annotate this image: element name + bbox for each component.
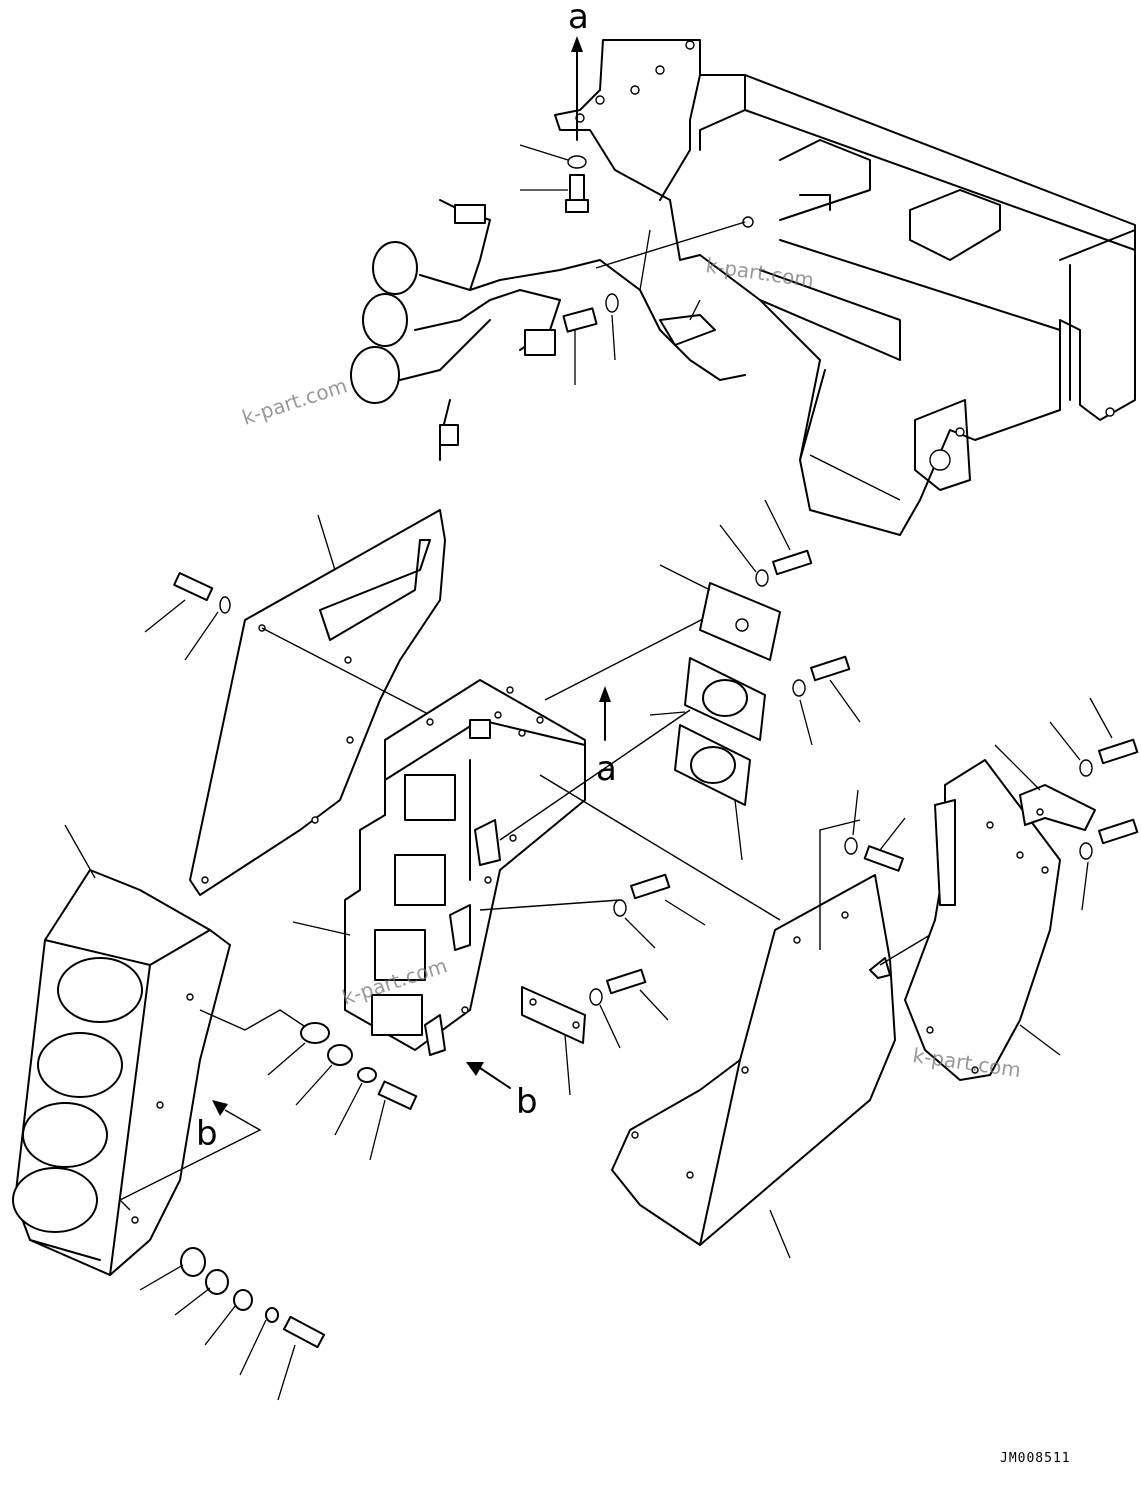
ref-label-a-mid: a <box>596 749 617 789</box>
machine-frame <box>554 39 1136 536</box>
wiring-harness <box>350 199 746 461</box>
small-retainer-plate <box>521 986 586 1096</box>
ref-label-b-mid: b <box>516 1082 538 1122</box>
watermark-2: k-part.com <box>239 373 350 429</box>
frame-bolt-set <box>519 144 589 213</box>
ref-label-b-left: b <box>196 1114 218 1154</box>
gasket-bolt-set <box>792 655 861 746</box>
drawing-code: JM008511 <box>1000 1451 1071 1466</box>
large-curved-cover <box>611 789 956 1259</box>
upper-fastener-chain <box>199 1009 418 1161</box>
lamp-housing <box>12 824 231 1276</box>
harness-bolt-set <box>562 293 619 385</box>
right-side-bracket <box>904 697 1139 1081</box>
round-gasket-plate-1 <box>649 657 766 741</box>
lower-fastener-chain <box>139 1247 326 1401</box>
view-arrow-b-left: b <box>118 1100 262 1211</box>
view-arrow-a-top: a <box>568 0 589 141</box>
central-mount-bracket <box>292 617 781 1056</box>
ref-label-a-top: a <box>568 0 589 37</box>
view-arrow-b-mid: b <box>466 1062 538 1122</box>
view-arrow-a-mid: a <box>596 686 617 789</box>
middle-bolt-set <box>589 873 706 1049</box>
left-cover-plate <box>144 509 446 896</box>
round-gasket-plate-2 <box>674 724 751 861</box>
square-cover-plate <box>659 499 813 661</box>
